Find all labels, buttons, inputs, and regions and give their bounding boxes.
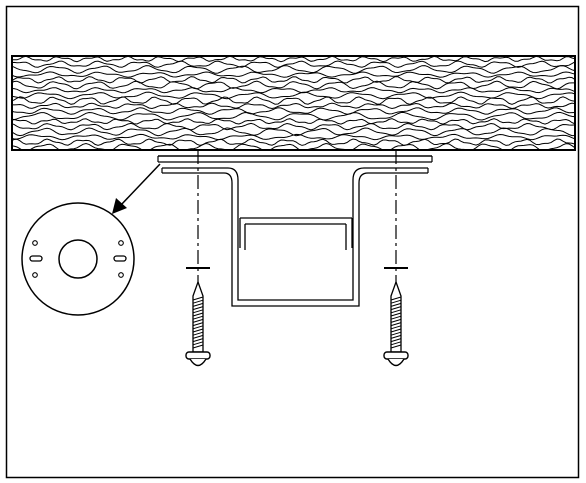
wood-grain-line <box>12 56 575 63</box>
screw-thread-line <box>390 306 402 311</box>
right-screw <box>383 150 409 367</box>
screw-thread-line <box>390 318 402 323</box>
screw-thread-line <box>192 315 204 320</box>
plate-hole <box>32 240 38 246</box>
screw-thread-line <box>390 309 402 314</box>
plate-hole <box>118 272 124 278</box>
screw-thread-line <box>390 322 402 327</box>
wood-grain-line <box>12 60 575 68</box>
diagram-frame <box>5 5 580 479</box>
screw-thread-line <box>390 338 402 343</box>
wood-grain-line <box>12 71 575 78</box>
screw-thread-line <box>390 299 402 304</box>
wood-grain-line <box>12 96 575 105</box>
screw-thread-line <box>390 328 402 333</box>
plate-left-slot <box>29 255 43 262</box>
screw-thread-line <box>192 331 204 336</box>
wood-grain-line <box>12 76 575 84</box>
screw-thread-line <box>192 296 204 301</box>
screw-thread-line <box>390 302 402 307</box>
wood-grain-line <box>12 122 575 131</box>
screw-thread-line <box>192 325 204 330</box>
screw-thread-line <box>192 312 204 317</box>
plate-right-slot <box>113 255 127 262</box>
screw-thread-line <box>192 306 204 311</box>
left-screw-body <box>185 280 211 367</box>
ceiling-board-outline <box>11 55 576 151</box>
screw-thread-line <box>192 302 204 307</box>
plate-hole <box>32 272 38 278</box>
ceiling-board <box>11 55 576 151</box>
screw-thread-line <box>192 322 204 327</box>
wood-grain-line <box>12 138 575 146</box>
wood-grain-line <box>12 80 575 90</box>
screw-thread-line <box>390 296 402 301</box>
screw-thread-line <box>390 341 402 346</box>
wood-grain-line <box>12 65 575 74</box>
screw-thread-line <box>192 328 204 333</box>
screw-thread-line <box>390 334 402 339</box>
detail-arrow <box>112 163 161 214</box>
screw-thread-line <box>390 344 402 349</box>
screw-thread-line <box>192 344 204 349</box>
round-plate-detail <box>21 202 135 316</box>
screw-thread-line <box>390 325 402 330</box>
wood-grain-line <box>12 111 575 121</box>
plate-hole <box>118 240 124 246</box>
screw-thread-line <box>390 315 402 320</box>
screw-thread-line <box>192 318 204 323</box>
left-screw <box>185 150 211 367</box>
plate-center-hole <box>58 239 98 279</box>
screw-thread-line <box>192 299 204 304</box>
right-screw-body <box>383 280 409 367</box>
wood-grain-line <box>12 87 575 94</box>
u-bracket <box>223 167 369 307</box>
wood-grain-line <box>12 91 575 100</box>
wood-grain-pattern <box>12 56 575 150</box>
screw-thread-line <box>390 331 402 336</box>
screw-thread-line <box>192 341 204 346</box>
wood-grain-line <box>12 107 575 115</box>
screw-thread-line <box>192 338 204 343</box>
wood-grain-line <box>12 102 575 110</box>
mounting-plate <box>157 155 433 174</box>
wood-grain-line <box>12 118 575 125</box>
screw-thread-line <box>192 334 204 339</box>
screw-thread-line <box>192 309 204 314</box>
screw-thread-line <box>390 312 402 317</box>
wood-grain-line <box>12 133 575 141</box>
